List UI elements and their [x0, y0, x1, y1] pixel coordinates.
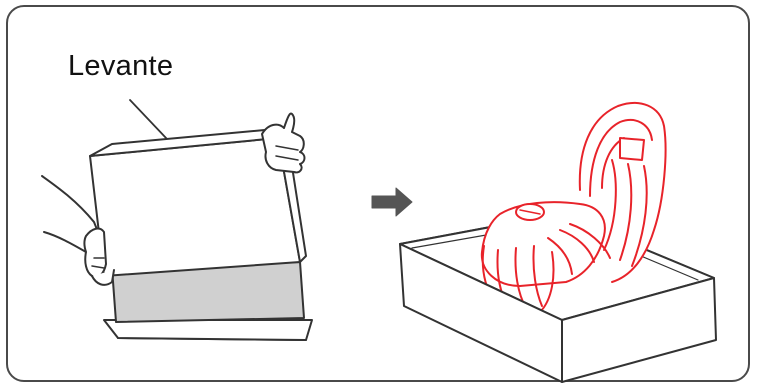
arrow-right-icon: [372, 188, 412, 216]
right-hand-icon: [262, 114, 305, 173]
box-tray-rim: [104, 320, 312, 340]
open-box-with-chair-scene: [400, 103, 716, 382]
lifting-box-scene: [42, 114, 312, 340]
